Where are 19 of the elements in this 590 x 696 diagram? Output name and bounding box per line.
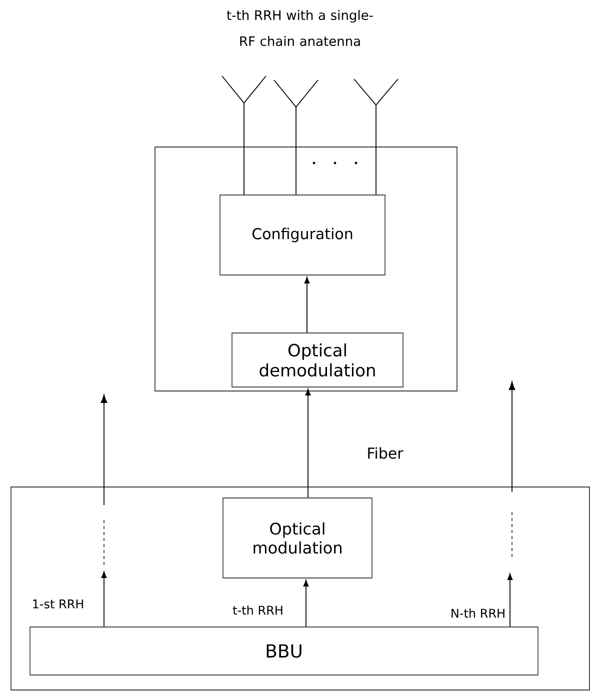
frame-box — [10, 486, 590, 690]
antenna-symbol — [222, 76, 266, 104]
arrow — [507, 573, 513, 627]
arrow — [303, 580, 309, 627]
title: t-th RRH with a single- RF chain anatenna — [226, 10, 373, 46]
process-box: Optical modulation — [222, 498, 372, 578]
arrow — [101, 571, 107, 627]
antenna-symbol — [354, 78, 398, 106]
edge-label: N-th RRH — [452, 608, 504, 618]
antenna-symbol — [274, 80, 318, 108]
arrow — [304, 276, 310, 333]
edge-label: t-th RRH — [232, 605, 282, 615]
frame-box — [154, 146, 458, 392]
arrow — [305, 388, 311, 498]
fiber-label: Fiber — [368, 447, 404, 459]
edge-label: 1-st RRH — [33, 600, 84, 608]
process-box: Configuration — [220, 194, 386, 276]
process-box: Optical demodulation — [232, 332, 404, 388]
process-box: BBU — [30, 626, 538, 676]
